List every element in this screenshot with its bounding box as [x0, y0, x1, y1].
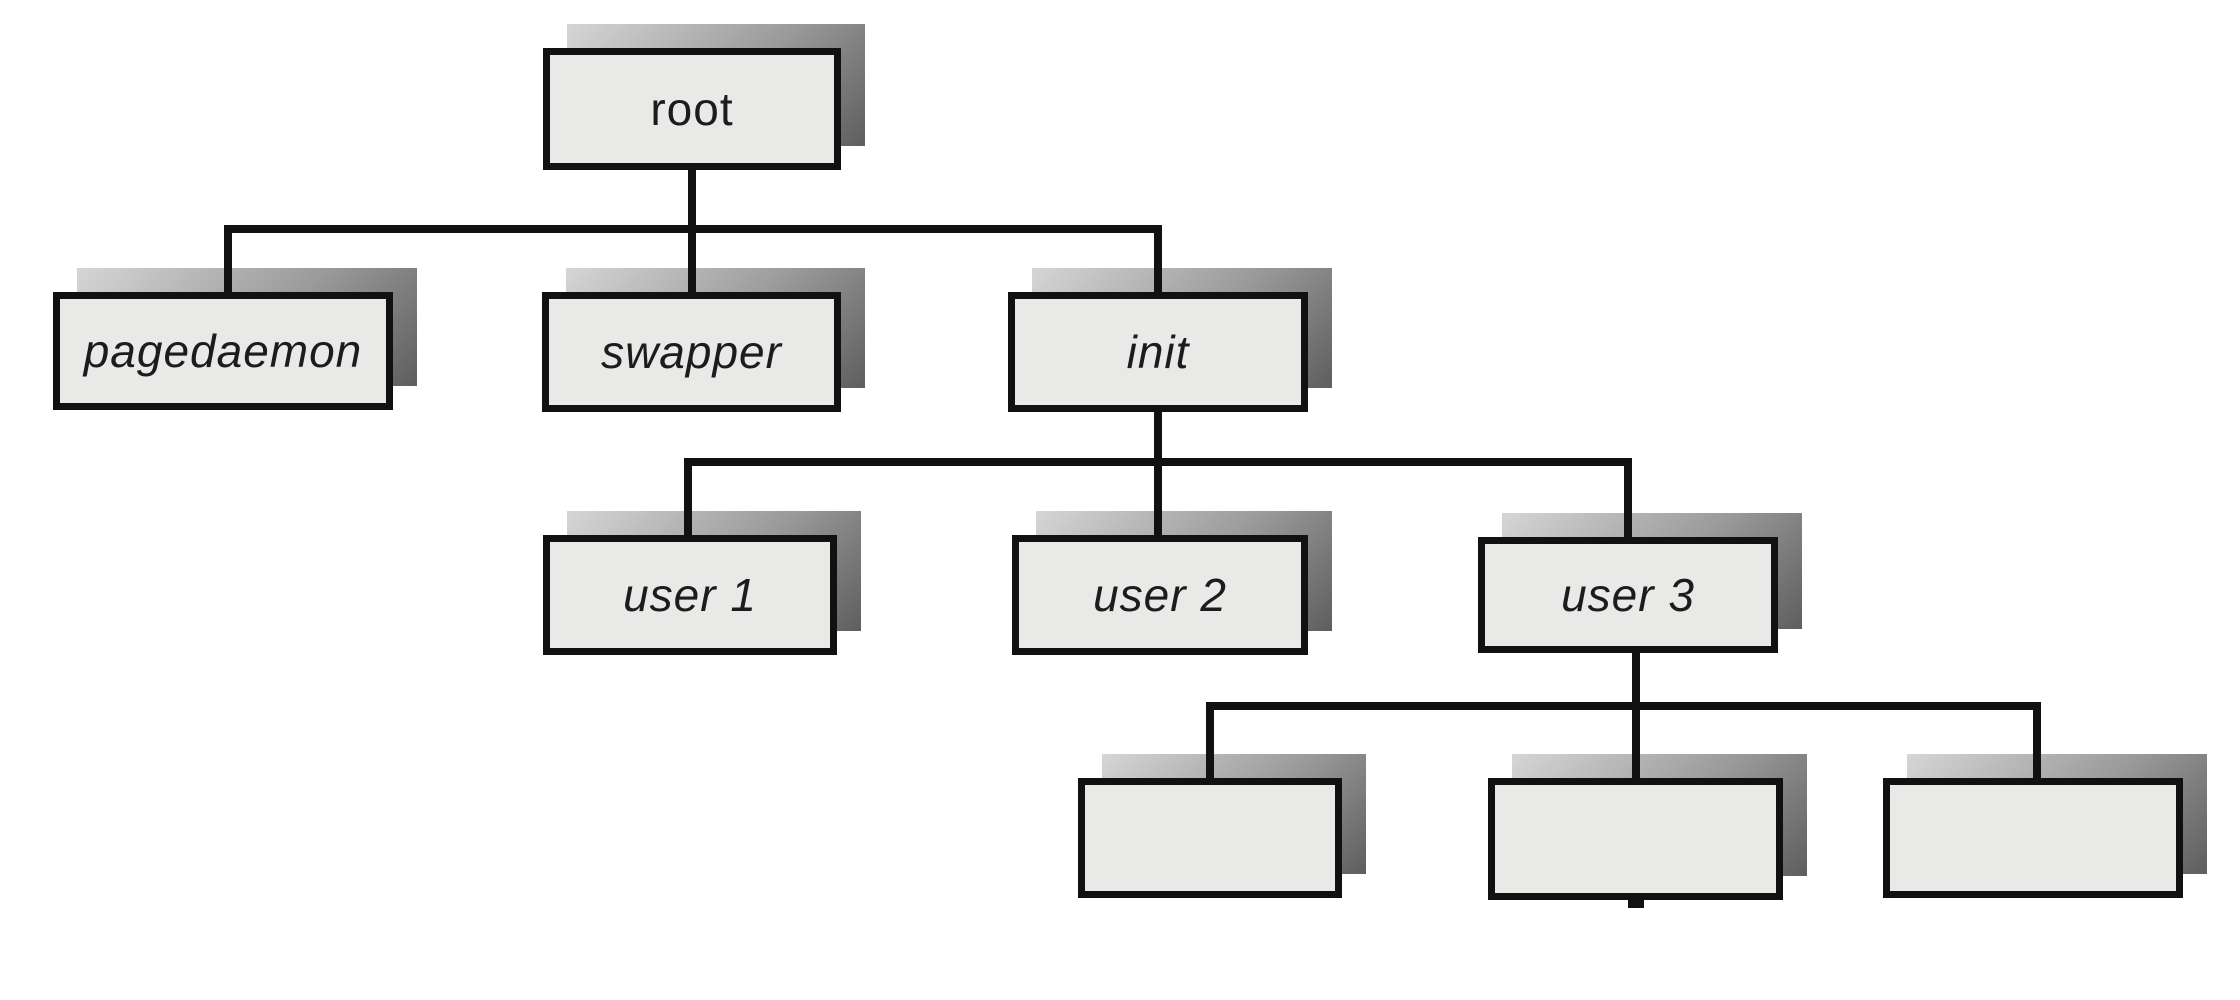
node-label-init: init	[1126, 326, 1190, 378]
connector-drop-root	[688, 170, 696, 233]
node-label-pagedaemon: pagedaemon	[83, 325, 363, 377]
connector-drop-user-3	[1624, 458, 1632, 542]
connector-drop-child-a	[1206, 702, 1214, 783]
tree-node-init: init	[1008, 292, 1308, 412]
connector-drop-user-1	[684, 458, 692, 540]
connector-drop-child-b	[1632, 702, 1640, 783]
connector-drop-swapper	[688, 225, 696, 297]
tree-node-child-b	[1488, 778, 1783, 900]
connector-drop-pagedaemon	[224, 225, 232, 297]
tree-node-child-a	[1078, 778, 1342, 898]
tree-node-child-c	[1883, 778, 2183, 898]
node-label-root: root	[650, 83, 734, 135]
connector-drop-init	[1154, 225, 1162, 297]
node-label-user-3: user 3	[1561, 569, 1695, 621]
tree-node-user-2: user 2	[1012, 535, 1308, 655]
node-label-user-1: user 1	[623, 569, 757, 621]
node-label-user-2: user 2	[1093, 569, 1227, 621]
connector-drop-user-2	[1154, 458, 1162, 540]
connector-drop-init	[1154, 412, 1162, 466]
connector-drop-child-c	[2033, 702, 2041, 783]
tree-node-user-3: user 3	[1478, 537, 1778, 653]
tree-node-swapper: swapper	[542, 292, 841, 412]
tree-node-user-1: user 1	[543, 535, 837, 655]
tree-node-root: root	[543, 48, 841, 170]
connector-bar-2	[1206, 702, 2041, 710]
connector-drop-user-3	[1632, 653, 1640, 710]
tree-node-pagedaemon: pagedaemon	[53, 292, 393, 410]
node-label-swapper: swapper	[601, 326, 782, 378]
